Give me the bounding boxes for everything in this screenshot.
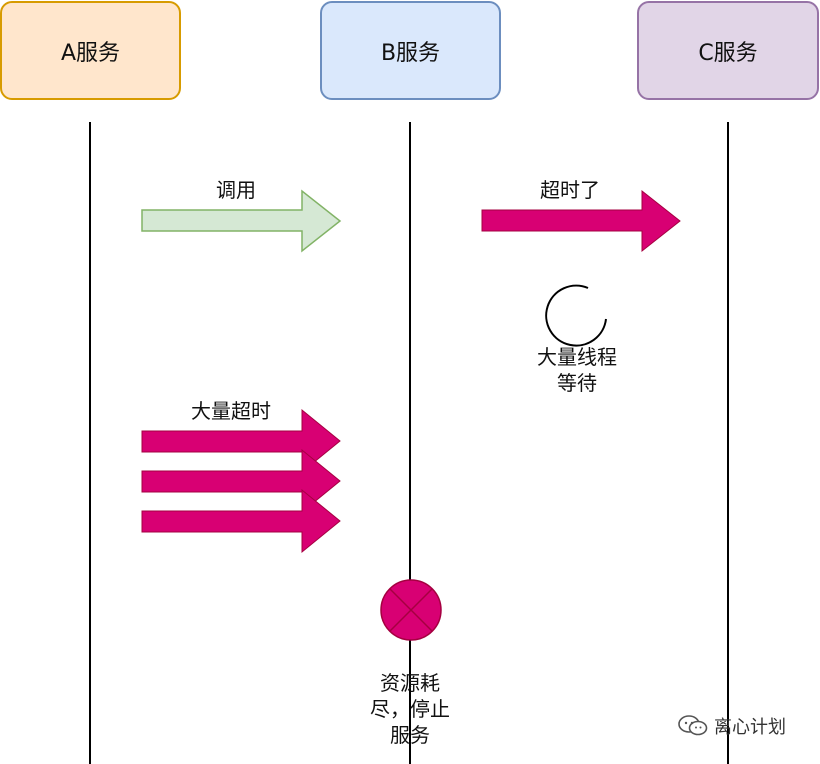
watermark: 离心计划 (678, 713, 786, 739)
mass-timeout-arrow-3 (141, 488, 341, 554)
service-c-box: C服务 (637, 1, 819, 100)
mass-timeout-arrow-1 (141, 408, 341, 474)
timeout-label: 超时了 (540, 178, 600, 202)
loading-spinner-icon (545, 284, 607, 347)
call-label: 调用 (216, 178, 256, 202)
mass-timeout-arrow-2 (141, 448, 341, 514)
lifeline-c (727, 122, 729, 764)
watermark-text: 离心计划 (714, 717, 786, 738)
stop-x-circle-icon (380, 579, 442, 641)
resource-exhausted-label: 资源耗 尽，停止 服务 (370, 671, 450, 747)
threads-waiting-label: 大量线程 等待 (537, 345, 617, 395)
timeout-arrow (481, 189, 681, 253)
service-c-label: C服务 (698, 40, 758, 66)
service-a-label: A服务 (60, 40, 121, 66)
service-b-label: B服务 (380, 40, 441, 66)
service-a-box: A服务 (0, 1, 181, 100)
lifeline-b (409, 122, 411, 764)
call-arrow (141, 189, 342, 253)
lifeline-a (89, 122, 91, 764)
service-b-box: B服务 (320, 1, 501, 100)
mass-timeout-label: 大量超时 (191, 399, 271, 423)
wechat-icon (678, 715, 708, 736)
